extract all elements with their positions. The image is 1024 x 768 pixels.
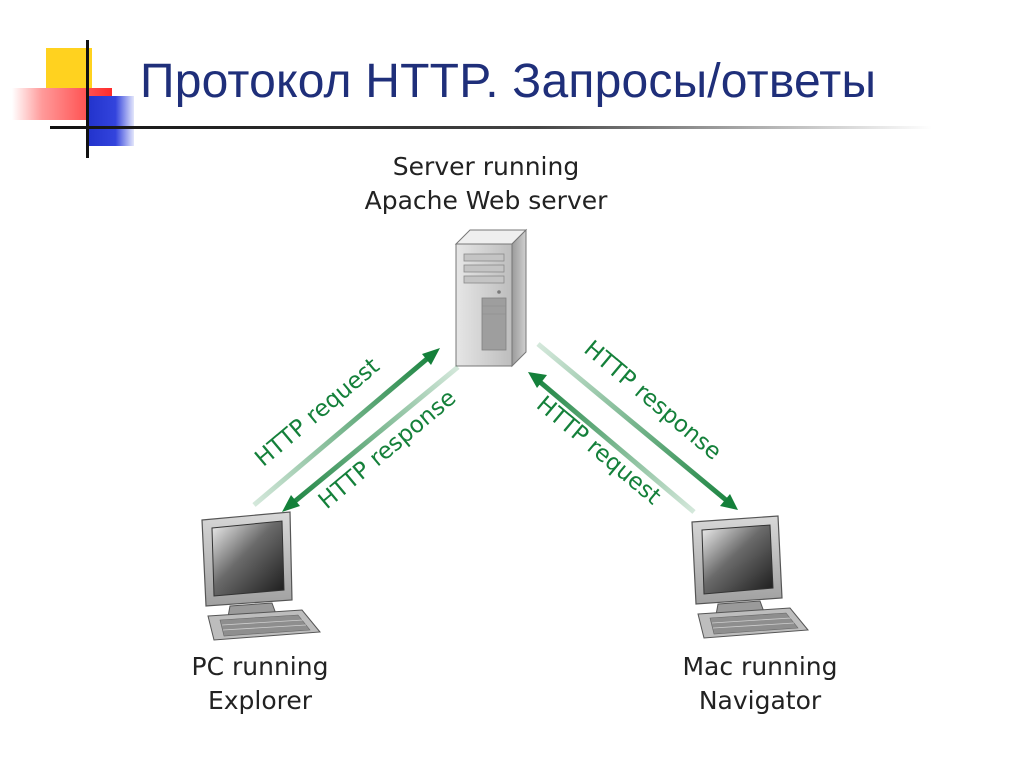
server-tower-icon bbox=[454, 228, 528, 368]
mac-caption-line2: Navigator bbox=[698, 686, 822, 715]
left-request-arrow bbox=[252, 348, 440, 507]
mac-caption: Mac running Navigator bbox=[650, 650, 870, 718]
pc-monitor-icon bbox=[201, 511, 321, 641]
mac-monitor-icon bbox=[691, 515, 809, 639]
server-caption-line1: Server running bbox=[392, 152, 580, 181]
decor-blue-square bbox=[88, 96, 134, 146]
pc-caption-line1: PC running bbox=[191, 652, 329, 681]
slide-title: Протокол HTTP. Запросы/ответы bbox=[140, 55, 877, 108]
mac-caption-line1: Mac running bbox=[682, 652, 838, 681]
pc-caption-line2: Explorer bbox=[207, 686, 313, 715]
right-response-arrow bbox=[536, 342, 738, 510]
pc-caption: PC running Explorer bbox=[160, 650, 360, 718]
left-response-arrow bbox=[282, 365, 460, 512]
title-underline bbox=[52, 126, 932, 129]
decor-vertical-line bbox=[86, 40, 89, 158]
server-caption-line2: Apache Web server bbox=[364, 186, 608, 215]
right-request-arrow bbox=[528, 372, 696, 514]
server-caption: Server running Apache Web server bbox=[330, 150, 642, 218]
